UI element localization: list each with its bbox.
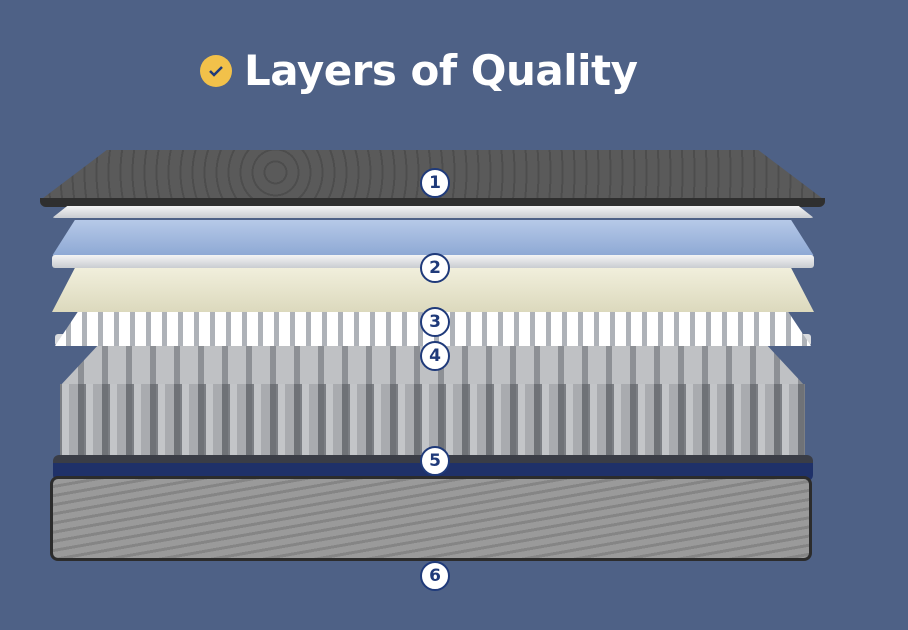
layer-badge: 6 [420, 561, 450, 591]
heading: Layers of Quality [200, 46, 638, 95]
comfort-foam-layer [52, 206, 814, 218]
layer-badge: 3 [420, 307, 450, 337]
layer-badge: 4 [420, 341, 450, 371]
layer-badge: 5 [420, 446, 450, 476]
check-circle-icon [200, 54, 232, 87]
cooling-gel-foam-layer [52, 220, 814, 256]
mattress-cover-base [50, 476, 812, 561]
page-title: Layers of Quality [244, 46, 638, 95]
quilted-top-edge [40, 198, 825, 207]
layer-badge: 1 [420, 168, 450, 198]
layer-badge: 2 [420, 253, 450, 283]
